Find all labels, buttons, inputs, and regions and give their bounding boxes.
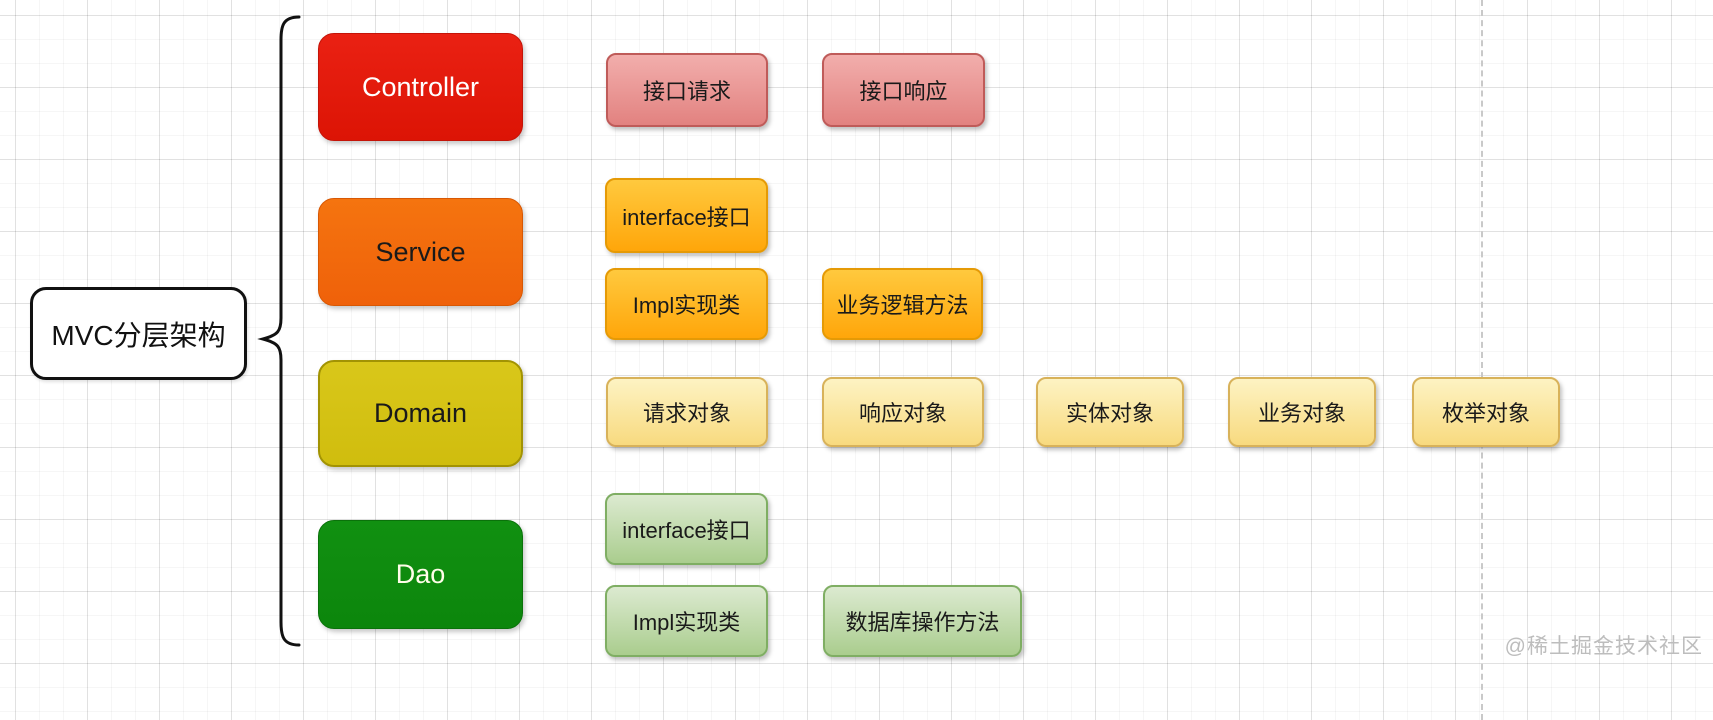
- watermark-text: @稀土掘金技术社区: [1504, 635, 1703, 658]
- service-child-business-logic: 业务逻辑方法: [822, 268, 983, 340]
- service-child-impl: Impl实现类: [605, 268, 768, 340]
- service-child-interface: interface接口: [605, 178, 768, 253]
- domain-child-request-object: 请求对象: [606, 377, 768, 447]
- dao-child-interface: interface接口: [605, 493, 768, 565]
- layer-node-service: Service: [318, 198, 523, 306]
- dashed-guide-line: [1481, 0, 1483, 720]
- root-node-mvc: MVC分层架构: [30, 287, 247, 380]
- dao-child-impl: Impl实现类: [605, 585, 768, 657]
- dao-child-db-operations: 数据库操作方法: [823, 585, 1022, 657]
- controller-child-api-request: 接口请求: [606, 53, 768, 127]
- domain-child-entity-object: 实体对象: [1036, 377, 1184, 447]
- domain-child-enum-object: 枚举对象: [1412, 377, 1560, 447]
- domain-child-response-object: 响应对象: [822, 377, 984, 447]
- controller-child-api-response: 接口响应: [822, 53, 985, 127]
- layer-node-domain: Domain: [318, 360, 523, 467]
- layer-node-controller: Controller: [318, 33, 523, 141]
- domain-child-business-object: 业务对象: [1228, 377, 1376, 447]
- layer-node-dao: Dao: [318, 520, 523, 629]
